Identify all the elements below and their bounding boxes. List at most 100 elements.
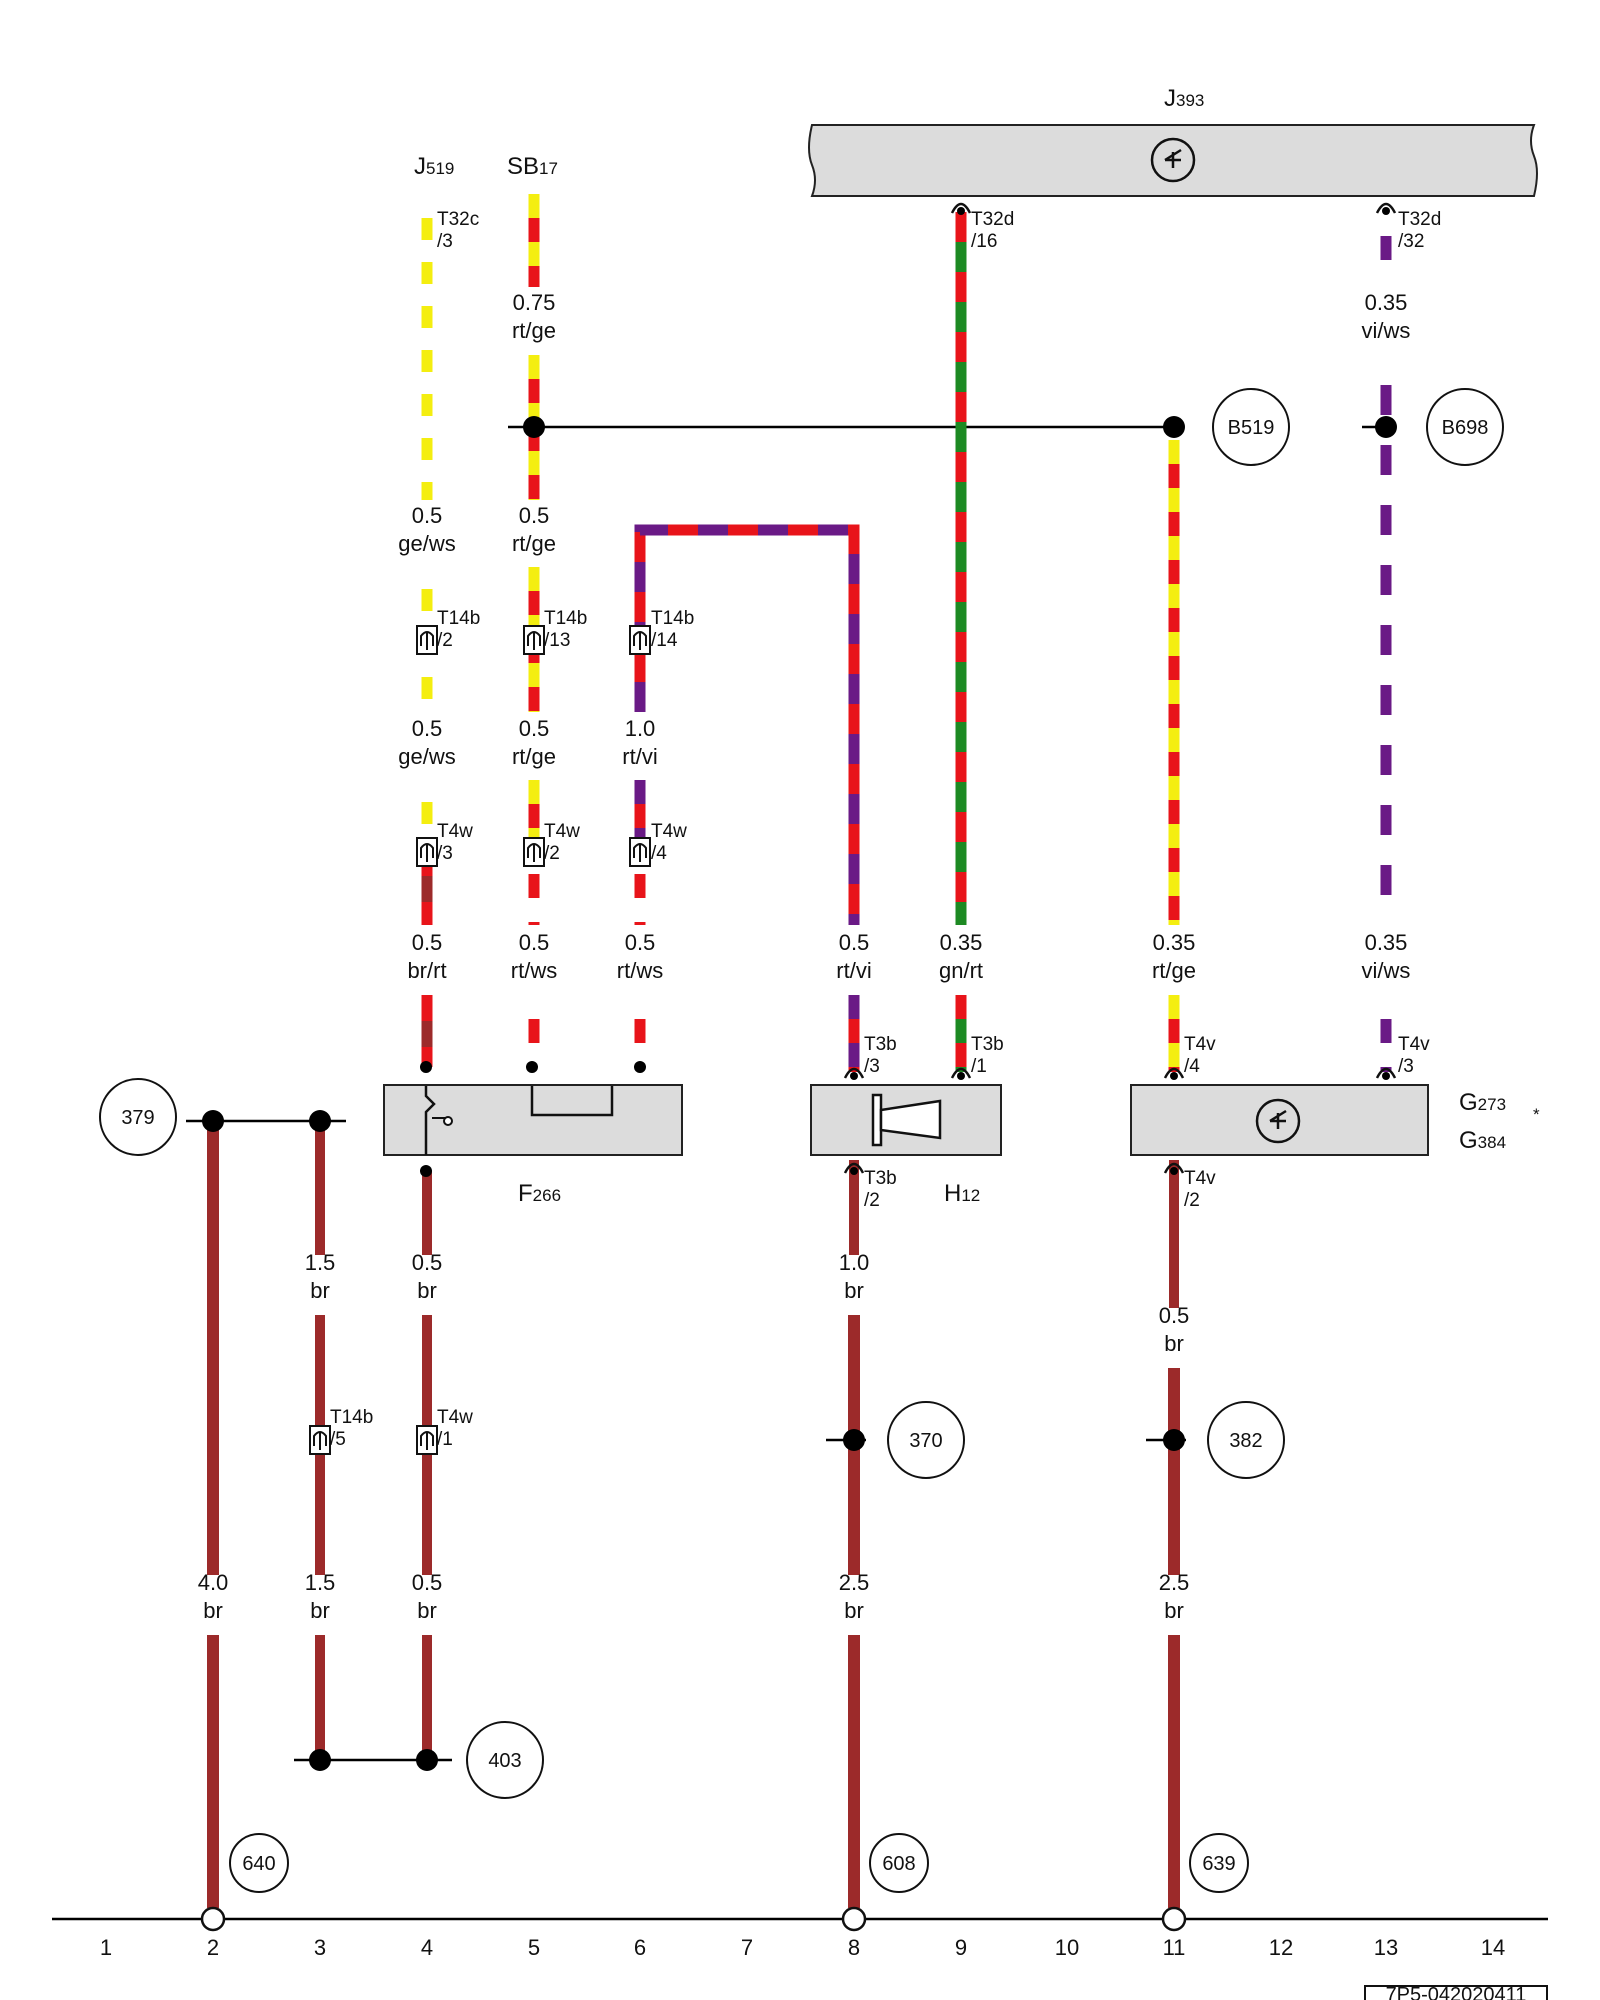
connector-name: T14b: [651, 608, 694, 629]
junction-dots: [202, 416, 1397, 1771]
reference-label: 370: [909, 1430, 942, 1452]
reference-label: B519: [1228, 417, 1275, 439]
track-number: 7: [741, 1935, 753, 1960]
pin-connector-icon: [843, 1067, 865, 1079]
connector-pin: /1: [971, 1056, 987, 1077]
connector-pin: /2: [437, 630, 453, 651]
wire-color: ge/ws: [398, 531, 455, 556]
wire-size: 1.5: [305, 1250, 336, 1275]
connector-name: T32c: [437, 209, 479, 230]
connector-pin: /2: [864, 1190, 880, 1211]
wire-color: br: [1164, 1598, 1184, 1623]
connector-name: T14b: [544, 608, 587, 629]
wire-size: 0.5: [412, 930, 443, 955]
connector-name: T32d: [971, 209, 1014, 230]
pin-connector-icon: [950, 202, 972, 214]
wire-color: br: [417, 1598, 437, 1623]
connector-pin: /2: [1184, 1190, 1200, 1211]
wire-size: 0.5: [412, 1250, 443, 1275]
wire-color: br: [417, 1278, 437, 1303]
pin-connector-icon: [1375, 1067, 1397, 1079]
h12-horn: [810, 1084, 1002, 1156]
connector-name: T4w: [544, 821, 580, 842]
connector-labels: T32c/3 T32d/16 T32d/32 T14b/2 T14b/13 T1…: [330, 209, 1441, 1450]
wire-color: rt/ge: [512, 318, 556, 343]
track-number: 11: [1163, 1935, 1186, 1960]
document-id: 7P5-042020411: [1386, 1984, 1527, 2000]
wire-color: rt/ws: [617, 958, 663, 983]
junction-lines: [52, 425, 1548, 1921]
wire-color: rt/ge: [512, 531, 556, 556]
connector-pin: /4: [1184, 1056, 1200, 1077]
wire-color: br: [844, 1598, 864, 1623]
connector-name: T4w: [437, 1407, 473, 1428]
wire-size: 0.35: [1153, 930, 1196, 955]
wire-color: rt/ge: [1152, 958, 1196, 983]
track-number: 5: [528, 1935, 540, 1960]
wire-color: br: [310, 1278, 330, 1303]
connector-name: T32d: [1398, 209, 1441, 230]
reference-label: 608: [882, 1853, 915, 1875]
track-number: 14: [1481, 1935, 1505, 1960]
ground-points: [200, 1906, 1187, 1932]
connector-name: T4v: [1184, 1034, 1216, 1055]
track-number: 10: [1055, 1935, 1079, 1960]
connector-pin: /3: [437, 231, 453, 252]
track-number: 12: [1269, 1935, 1293, 1960]
wire-color: rt/vi: [836, 958, 871, 983]
track-number: 3: [314, 1935, 326, 1960]
track-number: 2: [207, 1935, 219, 1960]
wire-size: 0.5: [1159, 1303, 1190, 1328]
track-number: 1: [100, 1935, 112, 1960]
wire-size: 1.5: [305, 1570, 336, 1595]
wire-color: rt/vi: [622, 744, 657, 769]
module-symbol-icon: [1150, 137, 1196, 183]
track-number: 8: [848, 1935, 860, 1960]
reference-label: 379: [121, 1107, 154, 1129]
wire-size: 0.5: [519, 930, 550, 955]
wire-color: rt/ws: [511, 958, 557, 983]
connector-pin: /13: [544, 630, 570, 651]
connector-name: T4v: [1184, 1168, 1216, 1189]
track-number: 9: [955, 1935, 967, 1960]
track-numbers: 1 2 3 4 5 6 7 8 9 10 11 12 13 14: [100, 1935, 1505, 1960]
reference-label: B698: [1442, 417, 1489, 439]
wire-color: rt/ge: [512, 744, 556, 769]
connector-name: T4w: [437, 821, 473, 842]
pin-connector-icon: [950, 1067, 972, 1079]
wire-size: 0.35: [940, 930, 983, 955]
connector-name: T14b: [330, 1407, 373, 1428]
footnote-asterisk: *: [1533, 1105, 1540, 1124]
wire-size: 1.0: [625, 716, 656, 741]
reference-label: 639: [1202, 1853, 1235, 1875]
g384-label: G384: [1459, 1127, 1506, 1154]
wire-rtvi-loop-stripe: [634, 524, 860, 925]
track-number: 13: [1374, 1935, 1398, 1960]
sb17-label: SB17: [507, 153, 558, 180]
wire-size: 0.5: [412, 716, 443, 741]
h12-label: H12: [944, 1180, 980, 1207]
reference-labels: B519 B698 379 370 382 403 640 608 639: [121, 417, 1488, 1875]
connector-pin: /3: [1398, 1056, 1414, 1077]
switch-contact-icon: [424, 1086, 436, 1126]
wire-color: br: [203, 1598, 223, 1623]
connector-pin: /16: [971, 231, 997, 252]
wire-rtvi-loop: [634, 524, 860, 925]
wire-size: 0.5: [519, 716, 550, 741]
sensor-symbol-icon: [1255, 1098, 1301, 1144]
reference-label: 382: [1229, 1430, 1262, 1452]
pin-connector-icon: [1375, 202, 1397, 214]
wire-size: 4.0: [198, 1570, 229, 1595]
wire-size: 2.5: [1159, 1570, 1190, 1595]
connector-pin: /3: [437, 843, 453, 864]
wire-size: 0.5: [519, 503, 550, 528]
pin-connector-icon: [1163, 1162, 1185, 1174]
wire-color: vi/ws: [1362, 958, 1411, 983]
connector-pin: /32: [1398, 231, 1424, 252]
document-id-box: [1364, 1985, 1548, 2000]
reference-label: 640: [242, 1853, 275, 1875]
connector-pin: /5: [330, 1429, 346, 1450]
j393-module: [808, 124, 1538, 197]
wire-color: br/rt: [407, 958, 446, 983]
